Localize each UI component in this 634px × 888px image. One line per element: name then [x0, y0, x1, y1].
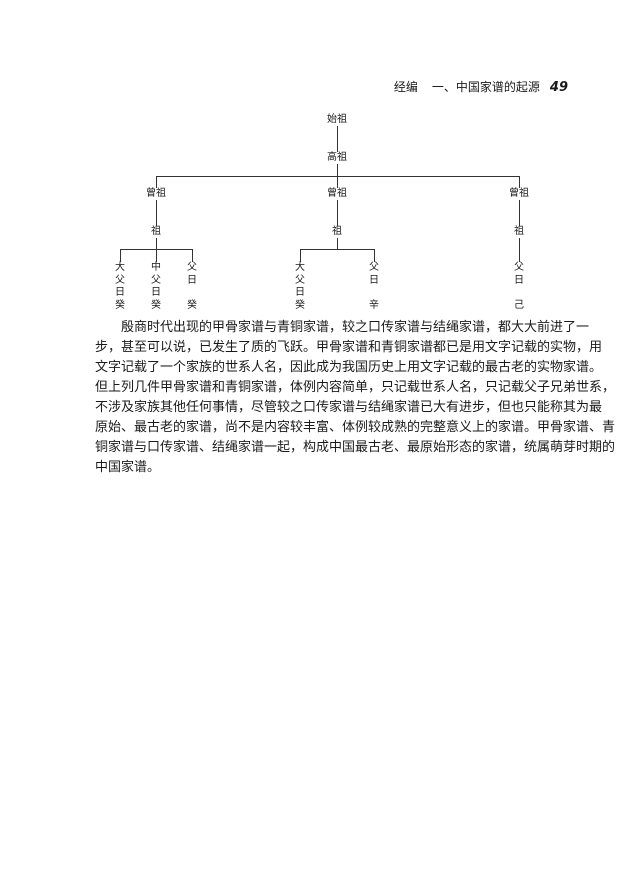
- leaf-char: 中: [151, 262, 161, 273]
- running-header: 经编一、中国家谱的起源 49: [394, 78, 568, 95]
- node-grandfather-3: 祖: [513, 226, 525, 238]
- leaf-char: 癸: [115, 299, 125, 311]
- leaf-char: [186, 287, 198, 300]
- leaf-node: 中父日癸: [150, 262, 162, 312]
- page-number: 49: [549, 80, 568, 95]
- leaf-char: 父: [369, 262, 379, 273]
- leaf-node: 父日己: [513, 262, 525, 312]
- node-level2: 高祖: [326, 152, 348, 164]
- leaf-node: 大父日癸: [294, 262, 306, 312]
- tree-line: [374, 249, 375, 263]
- node-branch-2: 曾祖: [326, 188, 348, 200]
- paragraph-line: 但上列几件甲骨家谱和青铜家谱，体例内容简单，只记载世系人名，只记载父子兄弟世系，: [95, 380, 616, 395]
- leaf-node: 父日癸: [186, 262, 198, 312]
- leaf-char: 父: [295, 274, 305, 286]
- node-branch-3: 曾祖: [508, 188, 530, 200]
- paragraph-line: 文字记载了一个家族的世系人名，因此成为我国历史上用文字记载的最古老的实物家谱。: [95, 360, 603, 375]
- tree-line: [337, 176, 338, 249]
- node-grandfather-1: 祖: [150, 226, 162, 238]
- tree-line: [156, 176, 157, 249]
- paragraph-line: 原始、最古老的家谱，尚不是内容较丰富、体例较成熟的完整意义上的家谱。甲骨家谱、青: [95, 420, 616, 435]
- tree-line: [156, 176, 520, 177]
- leaf-char: 辛: [369, 299, 379, 311]
- leaf-char: 己: [514, 299, 524, 311]
- leaf-char: 癸: [151, 299, 161, 311]
- leaf-char: 日: [369, 274, 379, 286]
- tree-line: [156, 249, 157, 263]
- section-title: 一、中国家谱的起源: [431, 80, 540, 94]
- leaf-char: 父: [115, 274, 125, 286]
- leaf-char: 父: [514, 262, 524, 273]
- leaf-char: 父: [151, 274, 161, 286]
- leaf-char: [368, 287, 380, 300]
- leaf-node: 大父日癸: [114, 262, 126, 312]
- tree-line: [192, 249, 193, 263]
- leaf-char: 日: [187, 274, 197, 286]
- paragraph-line: 步，甚至可以说，已发生了质的飞跃。甲骨家谱和青铜家谱都已是用文字记载的实物，用: [95, 340, 603, 355]
- part-title: 经编: [393, 80, 418, 94]
- tree-line: [300, 249, 301, 263]
- leaf-char: 大: [115, 262, 125, 273]
- leaf-char: 大: [295, 262, 305, 273]
- leaf-char: 癸: [295, 299, 305, 311]
- paragraph-line: 铜家谱与口传家谱、结绳家谱一起，构成中国最古老、最原始形态的家谱，统属萌芽时期的: [95, 440, 616, 455]
- paragraph-line: 不涉及家族其他任何事情，尽管较之口传家谱与结绳家谱已大有进步，但也只能称其为最: [95, 400, 603, 415]
- node-grandfather-2: 祖: [331, 226, 343, 238]
- paragraph-line: 殷商时代出现的甲骨家谱与青铜家谱，较之口传家谱与结绳家谱，都大大前进了一: [121, 320, 590, 335]
- body-paragraph: 殷商时代出现的甲骨家谱与青铜家谱，较之口传家谱与结绳家谱，都大大前进了一 步，甚…: [95, 318, 616, 478]
- leaf-char: 父: [187, 262, 197, 273]
- tree-line: [300, 249, 375, 250]
- paragraph-line: 中国家谱。: [95, 460, 161, 475]
- leaf-char: [513, 287, 525, 300]
- tree-line: [337, 126, 338, 176]
- leaf-char: 癸: [187, 299, 197, 311]
- node-root: 始祖: [326, 114, 348, 126]
- tree-line: [120, 249, 121, 263]
- leaf-node: 父日辛: [368, 262, 380, 312]
- leaf-char: 日: [151, 287, 161, 298]
- leaf-char: 日: [295, 287, 305, 298]
- leaf-char: 日: [514, 274, 524, 286]
- leaf-char: 日: [115, 287, 125, 298]
- node-branch-1: 曾祖: [145, 188, 167, 200]
- tree-line: [519, 176, 520, 268]
